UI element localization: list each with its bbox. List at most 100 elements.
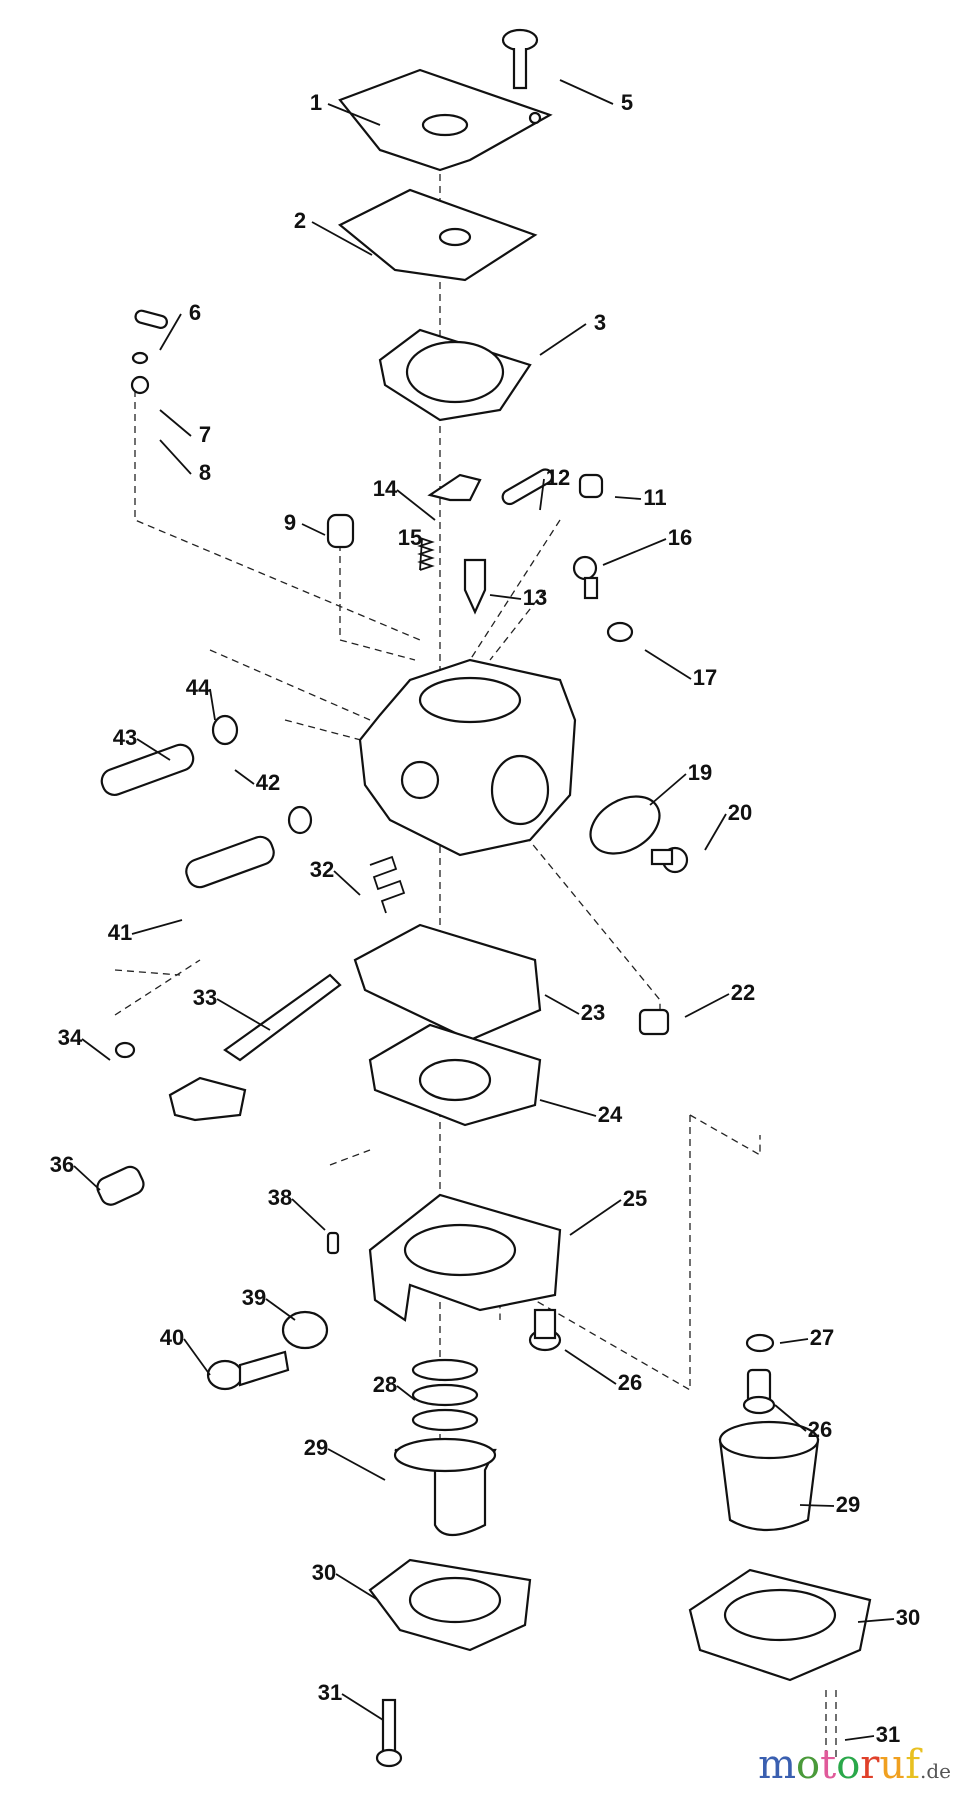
part-plug-9 xyxy=(326,513,355,549)
part-label-24: 24 xyxy=(598,1102,623,1127)
part-label-17: 17 xyxy=(693,665,717,690)
part-label-9: 9 xyxy=(284,510,296,535)
leader-line-9 xyxy=(301,523,326,536)
leader-line-28 xyxy=(396,1385,416,1401)
leader-line-26 xyxy=(774,1404,807,1432)
part-label-16: 16 xyxy=(668,525,692,550)
part-gasket-3 xyxy=(378,328,532,422)
part-screw-5 xyxy=(501,28,539,90)
leader-line-39 xyxy=(265,1298,296,1321)
part-gasket-23 xyxy=(353,923,542,1042)
part-screw-26b xyxy=(742,1368,776,1415)
part-label-15: 15 xyxy=(398,525,422,550)
leader-line-32 xyxy=(333,870,361,896)
leader-line-23 xyxy=(544,994,580,1015)
leader-line-13 xyxy=(489,594,522,600)
leader-line-29 xyxy=(799,1504,835,1507)
part-spring-42 xyxy=(287,805,313,835)
part-diaphragm xyxy=(337,188,538,282)
leader-line-15 xyxy=(419,538,423,571)
watermark-letter: r xyxy=(860,1742,880,1788)
part-pin-38 xyxy=(326,1231,340,1255)
part-label-14: 14 xyxy=(373,476,398,501)
part-label-30: 30 xyxy=(896,1605,920,1630)
leader-line-29 xyxy=(327,1448,386,1481)
part-screen-22 xyxy=(638,1008,670,1036)
part-label-23: 23 xyxy=(581,1000,605,1025)
watermark-letter: o xyxy=(836,1742,861,1788)
leader-line-33 xyxy=(216,998,271,1031)
part-pin-12 xyxy=(501,468,554,506)
leader-line-1 xyxy=(327,103,381,126)
leader-line-42 xyxy=(234,769,255,785)
part-label-44: 44 xyxy=(186,675,211,700)
part-cup-29b xyxy=(718,1420,820,1532)
watermark-letter: o xyxy=(796,1742,821,1788)
part-label-5: 5 xyxy=(621,90,633,115)
part-label-22: 22 xyxy=(731,980,755,1005)
part-label-7: 7 xyxy=(199,422,211,447)
part-label-41: 41 xyxy=(108,920,132,945)
leader-line-20 xyxy=(704,813,727,851)
part-label-27: 27 xyxy=(810,1325,834,1350)
watermark-suffix: .de xyxy=(920,1759,951,1783)
leader-line-36 xyxy=(73,1165,101,1191)
part-shaft-33 xyxy=(223,973,342,1062)
part-label-12: 12 xyxy=(546,465,570,490)
part-label-26: 26 xyxy=(618,1370,642,1395)
part-clip-34 xyxy=(114,1041,136,1059)
part-cover xyxy=(338,68,553,172)
watermark-logo: motoruf.de xyxy=(758,1742,951,1788)
part-label-1: 1 xyxy=(310,90,322,115)
part-label-26: 26 xyxy=(808,1417,832,1442)
part-plate-19 xyxy=(589,795,661,855)
part-screw-16 xyxy=(572,555,599,600)
part-cover-30b xyxy=(688,1568,872,1682)
watermark-letter: f xyxy=(905,1742,920,1788)
part-label-36: 36 xyxy=(50,1152,74,1177)
part-label-31: 31 xyxy=(876,1722,900,1747)
leader-line-27 xyxy=(779,1338,809,1344)
part-label-20: 20 xyxy=(728,800,752,825)
part-spring-28 xyxy=(411,1358,479,1432)
part-label-31: 31 xyxy=(318,1680,342,1705)
part-label-2: 2 xyxy=(294,208,306,233)
watermark-letter: u xyxy=(879,1742,906,1788)
part-carb-body xyxy=(358,658,577,857)
part-lever-14 xyxy=(427,473,482,502)
leader-line-24 xyxy=(539,1099,597,1117)
part-label-32: 32 xyxy=(310,857,334,882)
leader-line-17 xyxy=(644,649,692,680)
watermark-letter: m xyxy=(758,1742,797,1788)
part-plug-11 xyxy=(578,473,604,499)
leader-line-5 xyxy=(559,79,614,105)
part-ball-8 xyxy=(130,375,150,395)
part-gasket-24 xyxy=(368,1023,542,1127)
part-clip-17 xyxy=(606,621,634,643)
part-spring-32 xyxy=(369,855,406,914)
part-gasket-30 xyxy=(368,1558,532,1652)
leader-line-12 xyxy=(539,478,545,511)
part-label-39: 39 xyxy=(242,1285,266,1310)
part-label-6: 6 xyxy=(189,300,201,325)
part-label-43: 43 xyxy=(113,725,137,750)
leader-line-26 xyxy=(564,1349,617,1385)
part-label-3: 3 xyxy=(594,310,606,335)
leader-line-34 xyxy=(81,1038,111,1061)
leader-line-22 xyxy=(684,993,730,1018)
leader-line-30 xyxy=(335,1573,379,1601)
part-spring-44 xyxy=(211,714,239,746)
leader-line-44 xyxy=(209,688,216,721)
leader-line-38 xyxy=(291,1198,326,1231)
part-label-42: 42 xyxy=(256,770,280,795)
leader-line-19 xyxy=(649,773,687,806)
leader-line-11 xyxy=(614,496,642,500)
leader-line-43 xyxy=(136,738,171,761)
part-screw-41 xyxy=(185,835,275,889)
part-screw-26 xyxy=(528,1308,562,1352)
part-clip-7 xyxy=(131,351,149,365)
part-label-25: 25 xyxy=(623,1186,647,1211)
